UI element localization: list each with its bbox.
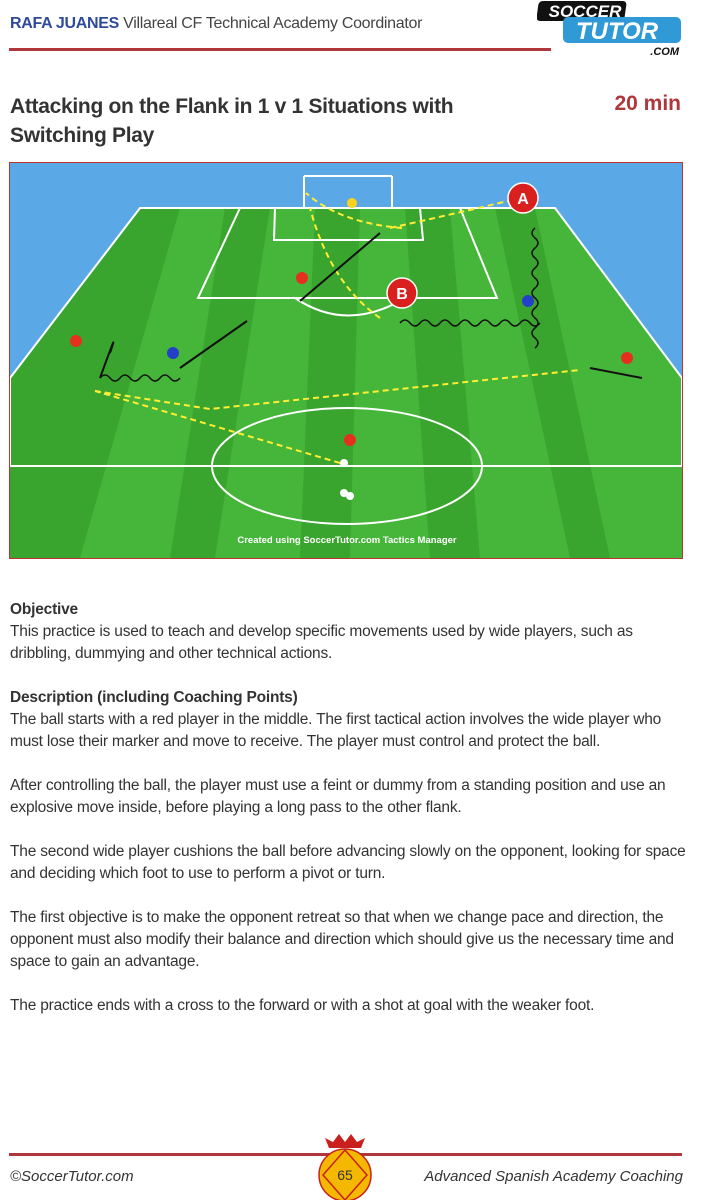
practice-description: Objective This practice is used to teach… — [10, 599, 690, 1039]
header-rule — [9, 48, 551, 51]
logo-bottom-text: TUTOR — [576, 18, 659, 45]
description-paragraph: The second wide player cushions the ball… — [10, 843, 686, 882]
description-paragraph: The practice ends with a cross to the fo… — [10, 997, 595, 1014]
description-heading: Description (including Coaching Points) — [10, 689, 298, 706]
practice-duration: 20 min — [614, 92, 681, 115]
tactics-diagram: A B Created using SoccerTutor.com Tactic… — [9, 162, 683, 559]
header-author-line: RAFA JUANES Villareal CF Technical Acade… — [10, 15, 422, 33]
players — [70, 198, 633, 500]
crown-icon — [325, 1134, 365, 1148]
author-name: RAFA JUANES — [10, 15, 120, 32]
description-paragraph: The ball starts with a red player in the… — [10, 711, 662, 750]
page-number: 65 — [337, 1167, 353, 1183]
footer-book-title: Advanced Spanish Academy Coaching — [424, 1168, 683, 1185]
soccertutor-logo: SOCCER TUTOR .COM — [537, 1, 681, 58]
description-paragraph: After controlling the ball, the player m… — [10, 777, 666, 816]
label-a: A — [517, 191, 529, 208]
logo-suffix-text: .COM — [650, 46, 680, 58]
objective-heading: Objective — [10, 601, 78, 618]
footer-copyright: ©SoccerTutor.com — [10, 1168, 134, 1185]
label-b-marker — [386, 277, 418, 309]
label-b: B — [396, 286, 408, 303]
logo-top-text: SOCCER — [549, 2, 622, 21]
objective-text: This practice is used to teach and devel… — [10, 623, 633, 662]
diagram-watermark: Created using SoccerTutor.com Tactics Ma… — [237, 535, 457, 546]
practice-title: Attacking on the Flank in 1 v 1 Situatio… — [10, 95, 454, 147]
description-paragraph: The first objective is to make the oppon… — [10, 909, 674, 970]
author-role: Villareal CF Technical Academy Coordinat… — [123, 15, 423, 32]
page-number-badge: 65 — [318, 1134, 372, 1200]
label-a-marker — [507, 182, 539, 214]
